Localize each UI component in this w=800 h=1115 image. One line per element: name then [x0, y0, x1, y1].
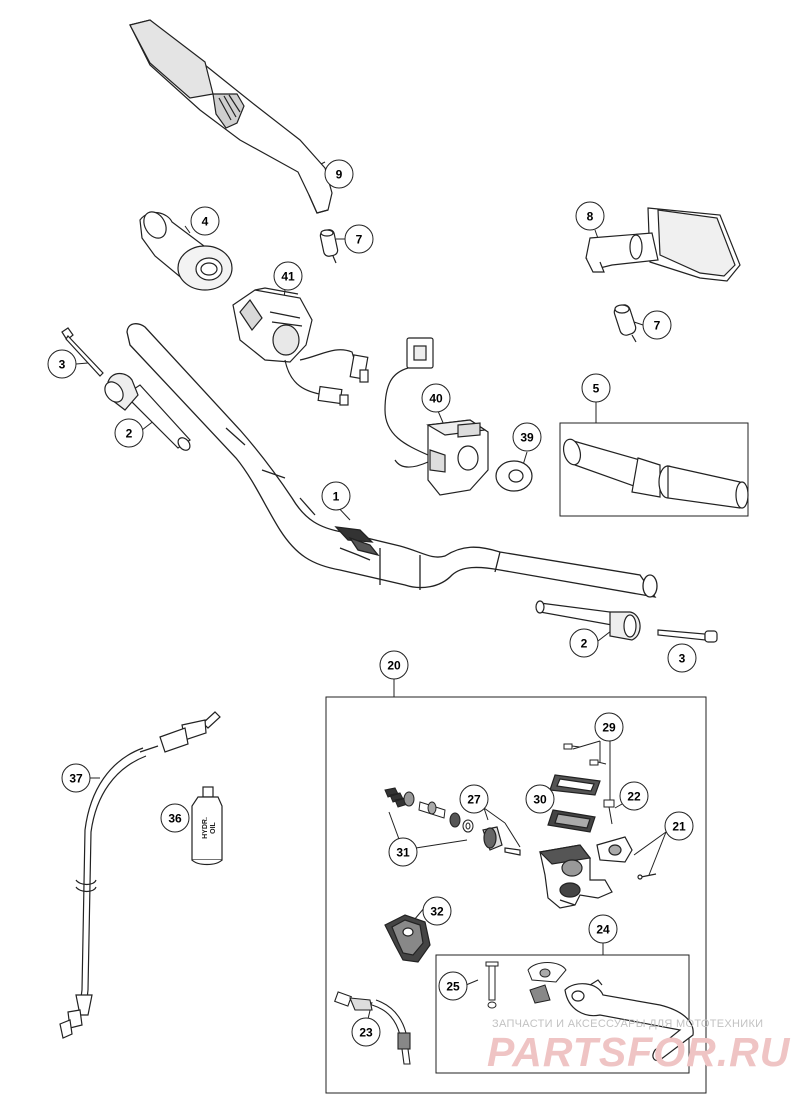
callout-29: 29: [594, 712, 624, 742]
switch-left: [232, 287, 369, 406]
bar-weight-left: [104, 372, 191, 451]
svg-text:5: 5: [593, 382, 600, 396]
callout-41: 41: [273, 261, 303, 291]
callout-31: 31: [388, 837, 418, 867]
bar-end-a: [319, 229, 339, 264]
brake-sensor: [334, 991, 411, 1065]
svg-text:37: 37: [69, 772, 83, 786]
callout-4: 4: [190, 206, 220, 236]
svg-text:27: 27: [467, 793, 481, 807]
callout-2a: 2: [114, 418, 144, 448]
callout-30: 30: [525, 784, 555, 814]
svg-text:24: 24: [596, 923, 610, 937]
callouts: 9 4 7 8 41 7 3 5 40 2 39 1 2 3 20 29 37 …: [47, 159, 697, 1047]
screws-29: [563, 743, 607, 766]
bar-end-b: [613, 304, 637, 343]
callout-24: 24: [588, 914, 618, 944]
svg-text:41: 41: [281, 270, 295, 284]
watermark-tagline: ЗАПЧАСТИ И АКСЕССУАРЫ ДЛЯ МОТОТЕХНИКИ: [492, 1018, 764, 1030]
svg-text:2: 2: [581, 637, 588, 651]
svg-text:23: 23: [359, 1026, 373, 1040]
svg-text:3: 3: [59, 358, 66, 372]
bar-weight-right: [535, 600, 641, 641]
svg-text:39: 39: [520, 431, 534, 445]
svg-text:3: 3: [679, 652, 686, 666]
handlebar: [126, 323, 658, 598]
svg-text:8: 8: [587, 210, 594, 224]
svg-text:36: 36: [168, 812, 182, 826]
pivot-bracket: [596, 836, 657, 880]
callout-23: 23: [351, 1017, 381, 1047]
diaphragm: [547, 809, 596, 833]
svg-text:30: 30: [533, 793, 547, 807]
svg-text:20: 20: [387, 659, 401, 673]
bolt-right: [657, 629, 718, 643]
callout-25: 25: [438, 971, 468, 1001]
callout-9: 9: [324, 159, 354, 189]
reservoir-cover: [549, 774, 601, 796]
clutch-line: [59, 711, 221, 1039]
callout-5: 5: [581, 373, 611, 403]
watermark-logo: PARTSFOR.RU: [487, 1029, 791, 1075]
svg-text:9: 9: [336, 168, 343, 182]
master-cylinder: [538, 844, 613, 909]
callout-3a: 3: [47, 349, 77, 379]
bolt-left: [61, 327, 104, 377]
grip-right: [562, 438, 749, 509]
callout-8: 8: [575, 201, 605, 231]
washer: [495, 460, 533, 492]
spring-piston: [384, 787, 474, 833]
callout-3b: 3: [667, 643, 697, 673]
callout-7a: 7: [344, 224, 374, 254]
svg-text:32: 32: [430, 905, 444, 919]
mirror-right: [585, 207, 741, 282]
group-box-24: [435, 954, 690, 1074]
svg-text:7: 7: [654, 319, 661, 333]
dust-boot: [482, 826, 521, 856]
callout-27: 27: [459, 784, 489, 814]
bottle-label-line1: HYDR.: [202, 817, 209, 839]
svg-text:7: 7: [356, 233, 363, 247]
group-box-5: [559, 422, 749, 517]
grip-left: [139, 211, 233, 291]
svg-text:31: 31: [396, 846, 410, 860]
svg-text:4: 4: [202, 215, 209, 229]
callout-39: 39: [512, 422, 542, 452]
callout-37: 37: [61, 763, 91, 793]
svg-text:2: 2: [126, 427, 133, 441]
lever-pin: [485, 961, 499, 1009]
pivot-part-32: [384, 914, 431, 963]
svg-text:22: 22: [627, 790, 641, 804]
callout-22: 22: [619, 781, 649, 811]
callout-7b: 7: [642, 310, 672, 340]
callout-20: 20: [379, 650, 409, 680]
svg-text:29: 29: [602, 721, 616, 735]
mirror-left: [129, 19, 333, 214]
svg-text:1: 1: [333, 490, 340, 504]
callout-32: 32: [422, 896, 452, 926]
oil-bottle: HYDR. OIL: [191, 786, 223, 866]
callout-21: 21: [664, 811, 694, 841]
callout-1: 1: [321, 481, 351, 511]
svg-text:25: 25: [446, 980, 460, 994]
lever-adjuster: [527, 962, 567, 1004]
switch-right: [384, 337, 489, 496]
bottle-label-line2: OIL: [210, 821, 217, 833]
screw-22: [603, 799, 615, 825]
svg-text:21: 21: [672, 820, 686, 834]
callout-2b: 2: [569, 628, 599, 658]
callout-40: 40: [421, 383, 451, 413]
callout-36: 36: [160, 803, 190, 833]
group-box-20: [325, 696, 707, 1094]
svg-text:40: 40: [429, 392, 443, 406]
brake-lever: [564, 979, 694, 1062]
